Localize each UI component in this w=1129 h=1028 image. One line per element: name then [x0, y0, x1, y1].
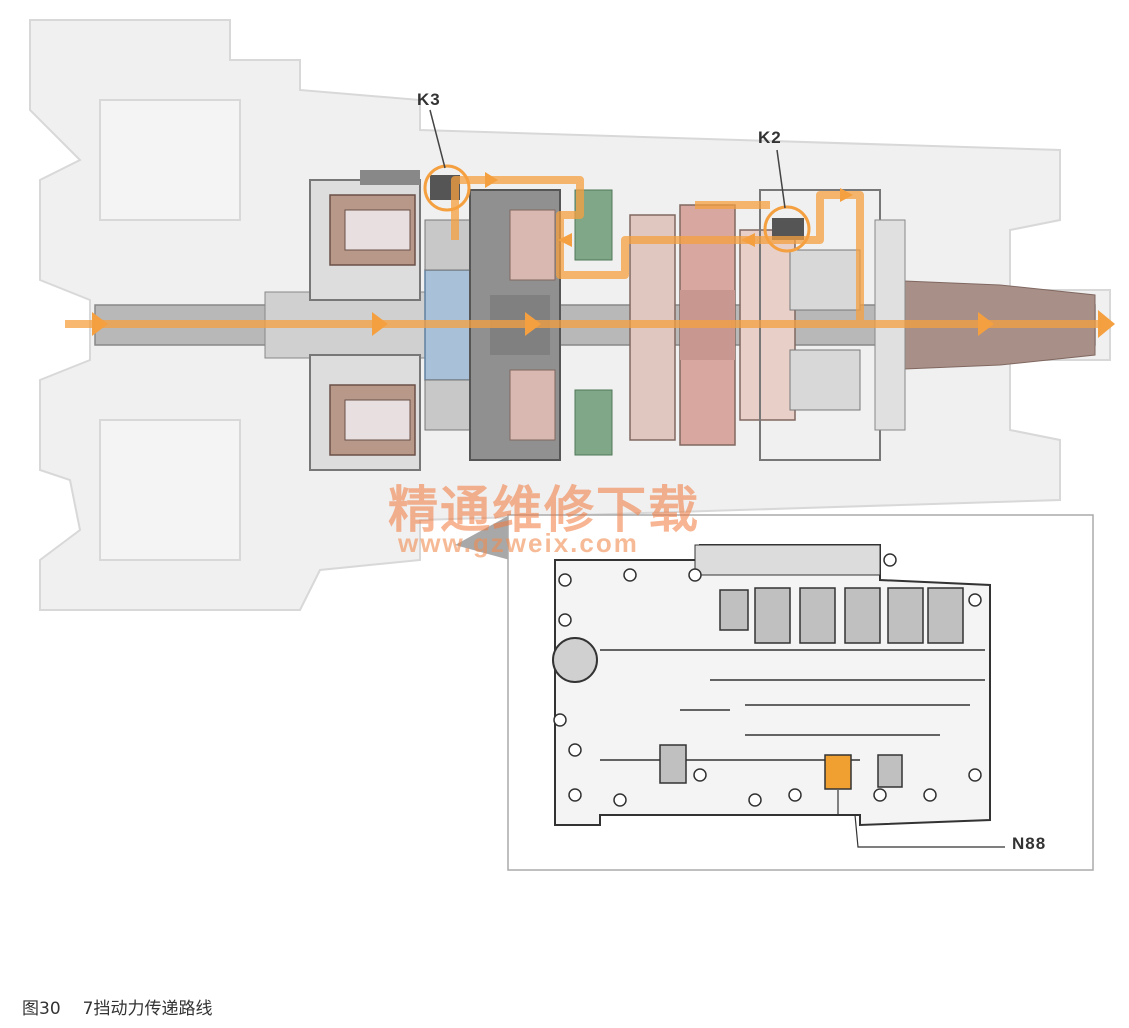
label-k2: K2: [758, 128, 782, 147]
clutch-pack-upper-left: [309, 170, 421, 301]
n88-solenoid: [824, 754, 1005, 848]
valve-body-inset: [507, 514, 1094, 871]
figure-number: 图30: [22, 999, 61, 1019]
figure-title: 7挡动力传递路线: [82, 999, 213, 1019]
power-flow-path: [65, 176, 1100, 328]
inset-pointer: [455, 515, 510, 560]
k2-clutch: [763, 149, 811, 253]
power-flow-arrows: [92, 172, 1115, 338]
figure-caption: 图30 7挡动力传递路线: [22, 994, 212, 1019]
clutch-pack-lower-left: [309, 354, 421, 471]
label-n88: N88: [1012, 834, 1047, 853]
watermark-chinese: 精通维修下载: [388, 480, 700, 539]
valve-channels: [600, 649, 985, 761]
label-k3: K3: [417, 90, 441, 109]
bolt-holes: [553, 553, 982, 807]
green-pistons: [574, 189, 613, 456]
small-solenoids: [659, 744, 903, 788]
watermark-url: www.gzweix.com: [398, 528, 639, 558]
solenoid-row: [719, 587, 964, 644]
